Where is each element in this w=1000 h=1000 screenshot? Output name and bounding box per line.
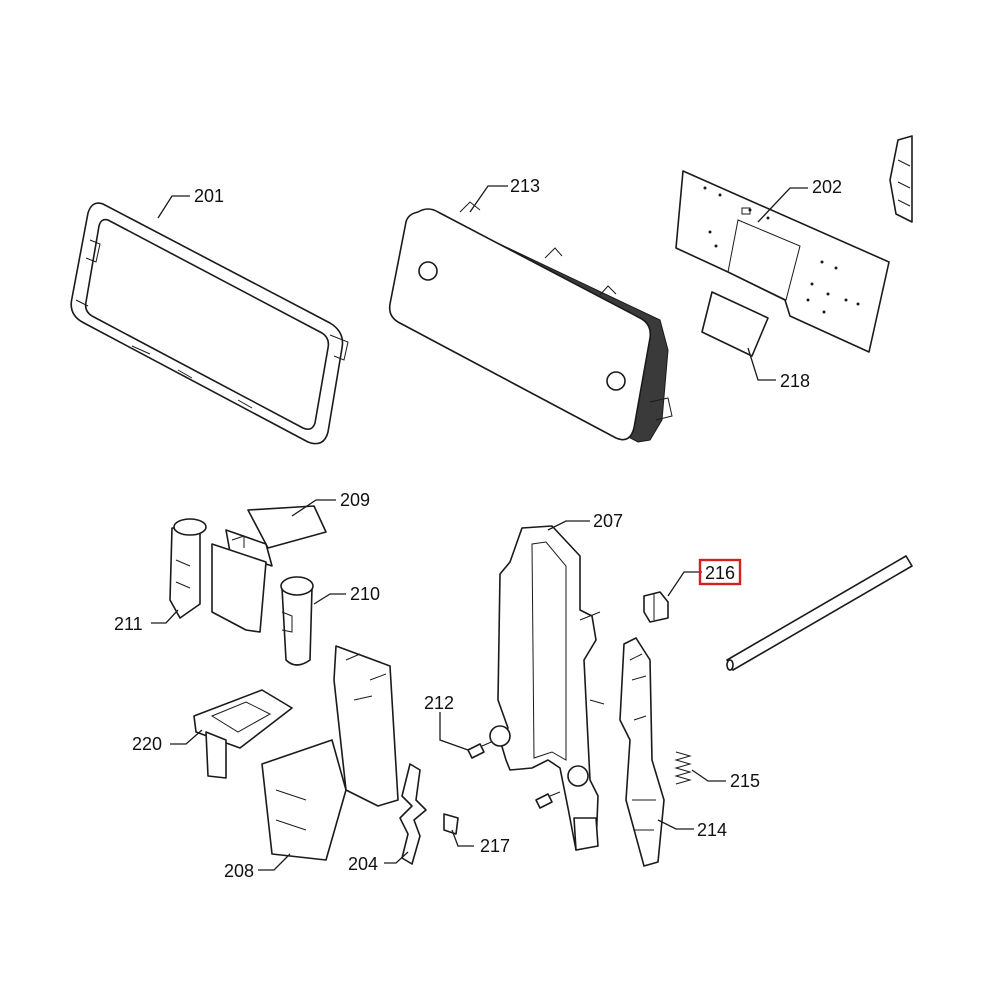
callout-212[interactable]: 212 <box>424 693 454 713</box>
part-edge-fragment <box>889 135 913 223</box>
callout-207[interactable]: 207 <box>593 511 623 531</box>
leader-lines <box>151 185 808 871</box>
part-rod[interactable] <box>726 555 913 671</box>
callout-214[interactable]: 214 <box>697 820 727 840</box>
callout-201[interactable]: 201 <box>194 186 224 206</box>
callout-218[interactable]: 218 <box>780 371 810 391</box>
callout-209[interactable]: 209 <box>340 490 370 510</box>
callout-215[interactable]: 215 <box>730 771 760 791</box>
part-218-pad[interactable] <box>701 291 769 357</box>
part-214-lever-arm[interactable] <box>619 637 665 867</box>
callout-217[interactable]: 217 <box>480 836 510 856</box>
part-204-spring-clip[interactable] <box>399 763 427 865</box>
callout-216[interactable]: 216 <box>705 563 735 583</box>
part-216-connector[interactable] <box>643 591 669 623</box>
part-210-knob[interactable] <box>280 576 314 666</box>
part-208-housing-bracket[interactable] <box>261 645 399 861</box>
part-202-pcb[interactable] <box>675 170 890 353</box>
part-212-screw-b[interactable] <box>535 791 561 809</box>
callout-208[interactable]: 208 <box>224 861 254 881</box>
callout-202[interactable]: 202 <box>812 177 842 197</box>
callout-204[interactable]: 204 <box>348 854 378 874</box>
part-213-housing[interactable] <box>388 201 673 443</box>
callout-210[interactable]: 210 <box>350 584 380 604</box>
callout-labels: 201 213 202 218 209 207 216 211 210 212 … <box>114 176 842 881</box>
part-217-clip[interactable] <box>443 813 459 835</box>
part-207-slider[interactable] <box>489 525 605 851</box>
part-220-bracket[interactable] <box>193 689 293 779</box>
part-209-switch-cover[interactable] <box>211 505 327 633</box>
callout-220[interactable]: 220 <box>132 734 162 754</box>
part-215-spring[interactable] <box>674 751 692 785</box>
part-211-lever[interactable] <box>169 518 207 619</box>
highlight-box-216 <box>698 558 742 586</box>
part-201-frame[interactable] <box>70 202 349 445</box>
callout-211[interactable]: 211 <box>114 614 143 634</box>
callout-213[interactable]: 213 <box>510 176 540 196</box>
